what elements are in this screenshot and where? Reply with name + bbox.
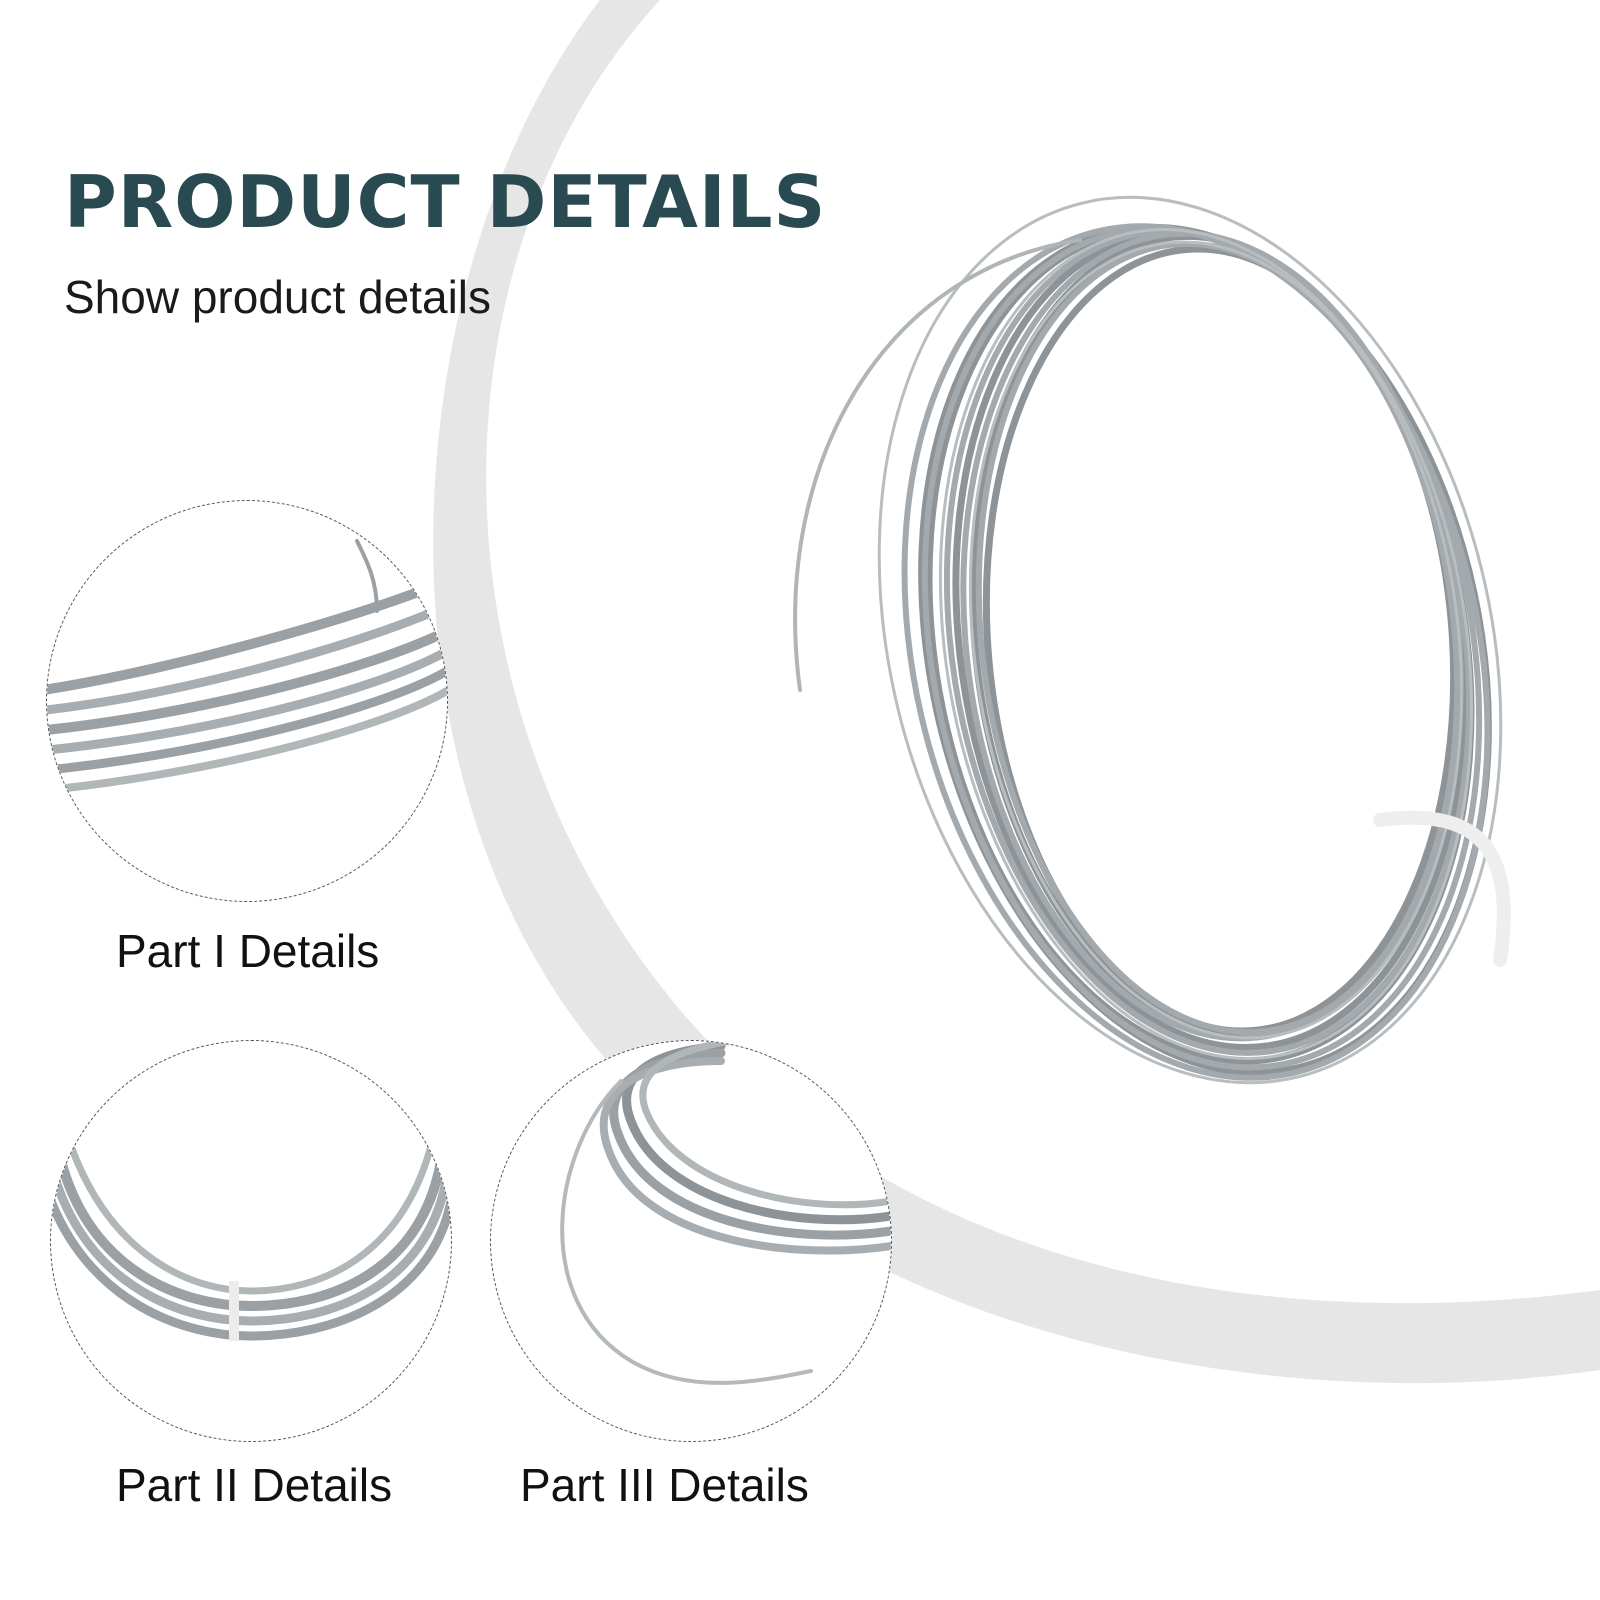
wire-coil-image — [793, 195, 1511, 1085]
caption-part-2: Part II Details — [116, 1459, 393, 1511]
page-subtitle: Show product details — [64, 271, 492, 323]
wire-closeup-image — [51, 1041, 451, 1341]
wire-closeup-image — [47, 539, 447, 795]
detail-circle-part-2 — [50, 1040, 452, 1442]
caption-part-3: Part III Details — [520, 1459, 809, 1511]
caption-part-1: Part I Details — [116, 925, 380, 977]
detail-circle-part-3 — [490, 1040, 892, 1442]
page-title: PRODUCT DETAILS — [64, 160, 827, 244]
detail-circle-part-1 — [46, 500, 448, 902]
wire-closeup-image — [560, 1041, 891, 1385]
